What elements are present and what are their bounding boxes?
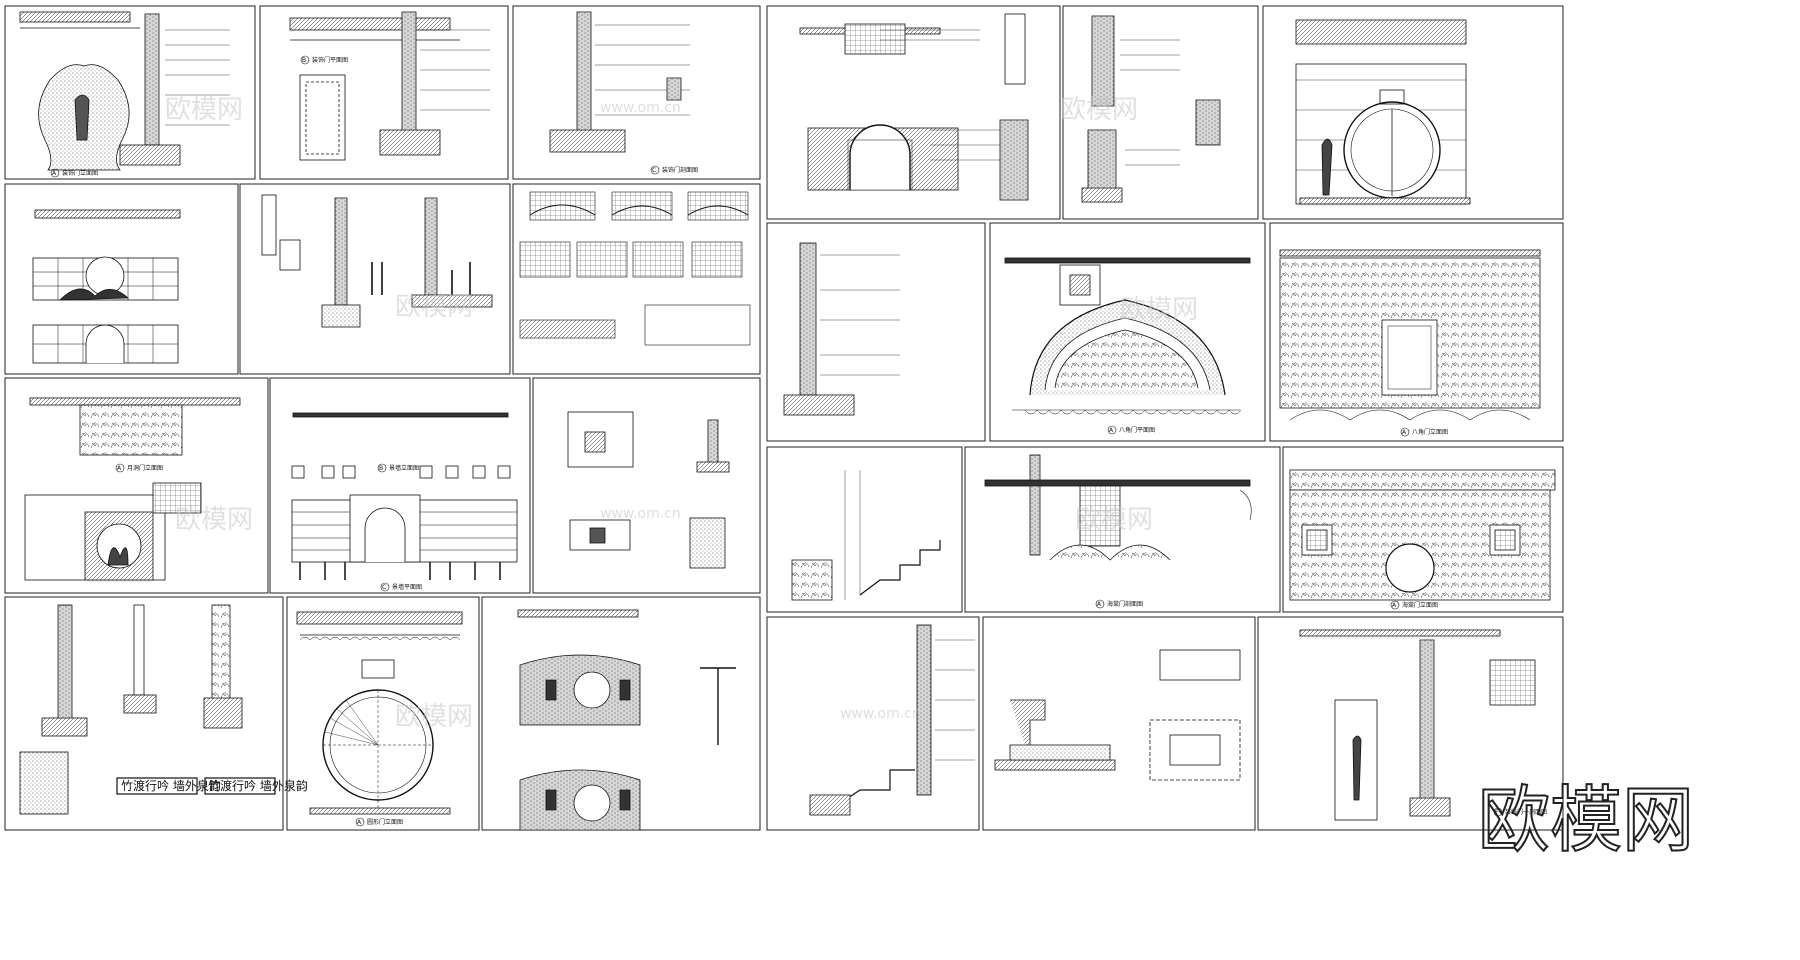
sign-board-1: [116, 777, 198, 795]
panel-moongate-wall: [32, 209, 181, 364]
svg-text:A: A: [357, 819, 362, 826]
watermark-brand: 欧模网: [1120, 295, 1198, 325]
svg-text:C: C: [382, 584, 386, 591]
watermark-url: www.om.cn: [840, 706, 921, 722]
sign-board-2: [204, 777, 276, 795]
watermark-url: www.om.cn: [600, 506, 681, 522]
panel-wall-section-2: [809, 624, 975, 816]
caption-5: B 景墙立面图: [377, 463, 419, 473]
panel-haitang-plan: [984, 479, 1252, 561]
watermark-brand: 欧模网: [1075, 505, 1153, 535]
svg-text:装饰门剖面图: 装饰门剖面图: [662, 166, 698, 174]
panel-octagon-plan: [1004, 257, 1251, 415]
panel-round-door: [296, 611, 463, 815]
watermark-brand: 欧模网: [165, 95, 243, 125]
watermark-large: 欧模网: [1478, 778, 1694, 862]
svg-text:C: C: [652, 167, 656, 174]
svg-text:海棠门立面图: 海棠门立面图: [1402, 601, 1438, 609]
panel-pier-details: [567, 411, 730, 569]
panel-feature-wall-section: [1081, 15, 1221, 203]
svg-text:圆形门立面图: 圆形门立面图: [367, 818, 403, 826]
svg-text:B: B: [379, 465, 383, 472]
panel-moongate-plan: [291, 412, 518, 580]
svg-text:八角门立面图: 八角门立面图: [1412, 428, 1448, 436]
panel-frames: [4, 5, 1564, 831]
svg-text:景墙平面图: 景墙平面图: [392, 583, 422, 591]
svg-text:A: A: [52, 170, 57, 177]
panel-decorative-door-section: [1299, 629, 1536, 821]
panel-stair-section: [791, 454, 1041, 601]
watermark-url: www.om.cn: [600, 100, 681, 116]
svg-text:A: A: [1402, 429, 1407, 436]
caption-6: C 景墙平面图: [380, 582, 422, 592]
caption-3: C 装饰门剖面图: [650, 165, 698, 175]
panel-gate-section: [289, 11, 490, 161]
svg-text:A: A: [1097, 601, 1102, 608]
panel-column-elevations: [19, 604, 276, 815]
svg-text:A: A: [1392, 602, 1397, 609]
watermark-brand: 欧模网: [175, 505, 253, 535]
svg-text:B: B: [302, 57, 306, 64]
watermark-brand: 欧模网: [395, 292, 473, 322]
panel-haitang-elevation: [1289, 469, 1556, 601]
panel-lattice-grids: [519, 191, 751, 346]
svg-text:A: A: [117, 465, 122, 472]
panel-column-details: [261, 194, 493, 328]
panel-decorative-gate: [19, 11, 230, 171]
svg-text:八角门平面图: 八角门平面图: [1119, 426, 1155, 434]
panel-garden-walls: [517, 609, 736, 831]
panel-wall-section: [549, 11, 690, 153]
watermark-brand: 欧模网: [1060, 95, 1138, 125]
caption-11: A 圆形门立面图: [355, 817, 403, 827]
svg-text:装饰门平面图: 装饰门平面图: [312, 56, 348, 64]
sign-text-1: 竹渡行吟 墙外泉韵: [121, 778, 221, 793]
svg-text:装饰门立面图: 装饰门立面图: [62, 169, 98, 177]
caption-8: A 八角门立面图: [1400, 427, 1448, 437]
panel-coping-details: [994, 649, 1241, 781]
svg-text:A: A: [1109, 427, 1114, 434]
svg-text:海棠门剖面图: 海棠门剖面图: [1107, 600, 1143, 608]
panel-feature-wall-front: [799, 13, 1029, 201]
caption-2: B 装饰门平面图: [300, 55, 348, 65]
watermark-brand: 欧模网: [395, 702, 473, 732]
caption-10: A 海棠门剖面图: [1095, 599, 1143, 609]
panel-moon-door-elevation: [1295, 19, 1471, 205]
svg-text:景墙立面图: 景墙立面图: [389, 464, 419, 472]
sign-text-2: 竹渡行吟 墙外泉韵: [208, 778, 308, 793]
caption-9: A 海棠门立面图: [1390, 600, 1438, 610]
svg-text:F: F: [1495, 809, 1499, 816]
svg-text:装饰门一剖面图: 装饰门一剖面图: [1505, 808, 1547, 816]
panel-landscape-wall: [24, 397, 241, 581]
panel-bamboo-elevation: [1279, 249, 1541, 421]
caption-1: A 装饰门立面图: [50, 168, 98, 178]
svg-text:月洞门立面图: 月洞门立面图: [127, 464, 163, 472]
caption-12: F 装饰门一剖面图: [1493, 807, 1547, 817]
caption-4: A 月洞门立面图: [115, 463, 163, 473]
caption-7: A 八角门平面图: [1107, 425, 1155, 435]
